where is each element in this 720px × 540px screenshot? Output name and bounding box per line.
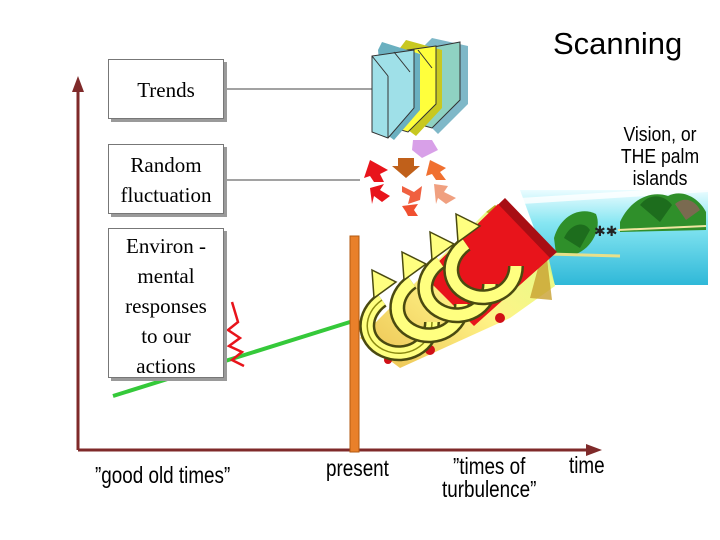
environ-label-line2: mental bbox=[137, 264, 195, 288]
present-marker bbox=[349, 235, 360, 453]
environmental-responses-box: Environ - mental responses to our action… bbox=[108, 228, 224, 378]
environ-label-line1: Environ - bbox=[126, 234, 206, 258]
environ-label-line4: to our bbox=[141, 324, 191, 348]
turbulence-label-line2: turbulence” bbox=[442, 476, 537, 502]
diagram-title: Scanning bbox=[553, 26, 683, 61]
trends-books-icon bbox=[371, 38, 468, 140]
coil-icons bbox=[359, 212, 524, 362]
random-label-line1: Random bbox=[130, 153, 202, 177]
vision-label-line2: THE palm bbox=[620, 146, 700, 168]
trends-label: Trends bbox=[137, 78, 195, 102]
svg-text:✱✱: ✱✱ bbox=[594, 224, 617, 240]
trends-box: Trends bbox=[108, 59, 224, 119]
turbulence-label: ”times of turbulence” bbox=[442, 455, 536, 501]
good-old-times-label: ”good old times” bbox=[95, 462, 231, 488]
vision-label: Vision, or THE palm islands bbox=[620, 124, 699, 190]
time-axis-label: time bbox=[569, 452, 605, 478]
environ-label-line5: actions bbox=[136, 354, 196, 378]
random-label-line2: fluctuation bbox=[120, 183, 212, 207]
random-arrows-icon bbox=[364, 140, 456, 216]
turbulence-label-line1: ”times of bbox=[453, 453, 526, 479]
environ-label-line3: responses bbox=[125, 294, 207, 318]
vision-label-line3: islands bbox=[632, 168, 688, 190]
random-fluctuation-box: Random fluctuation bbox=[108, 144, 224, 214]
turbulence-zigzag-icon bbox=[225, 301, 245, 368]
present-label: present bbox=[326, 455, 389, 481]
vision-label-line1: Vision, or bbox=[623, 124, 697, 146]
time-axes bbox=[72, 76, 602, 456]
palm-islands-icon: ✱✱ bbox=[520, 186, 708, 285]
